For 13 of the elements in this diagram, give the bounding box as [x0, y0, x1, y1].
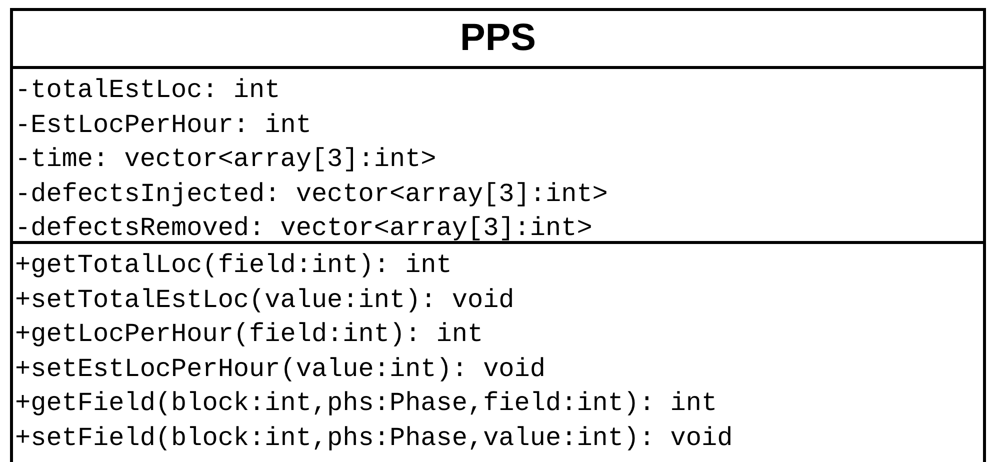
method-text: +setField(block:int,phs:Phase,value:int): void — [15, 422, 733, 454]
class-name: PPS — [460, 16, 536, 61]
attribute-text: -defectsRemoved: vector<array[3]:int> — [15, 212, 592, 245]
attribute-text: -totalEstLoc: int — [15, 74, 280, 107]
attribute-text: -time: vector<array[3]:int> — [15, 143, 436, 176]
attribute-text: -EstLocPerHour: int — [15, 108, 312, 142]
attribute-text: -defectsInjected: vector<array[3]:int> — [15, 178, 608, 210]
method-text: +getField(block:int,phs:Phase,field:int): int — [15, 387, 718, 420]
method-text: +setTotalEstLoc(value:int): void — [15, 284, 514, 316]
method-text: +getTotalLoc(field:int): int — [15, 249, 452, 282]
method-text: +getLocPerHour(field:int): int — [15, 318, 484, 351]
class-box — [10, 8, 986, 462]
method-text: +setEstLocPerHour(value:int): void — [15, 352, 546, 386]
